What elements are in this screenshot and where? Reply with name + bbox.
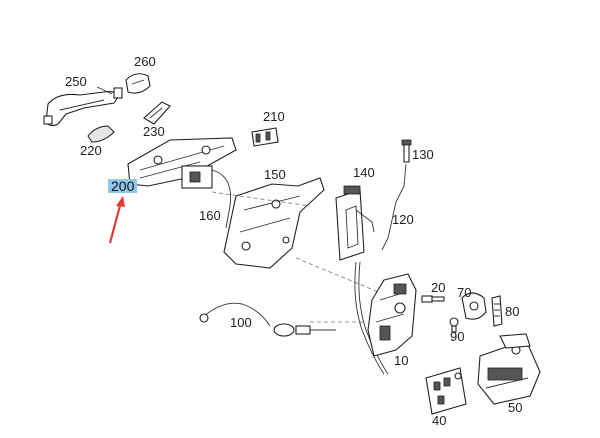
part-130-screw[interactable]	[401, 139, 412, 163]
part-160-rod[interactable]	[211, 169, 232, 229]
part-210-bracket[interactable]	[251, 127, 279, 147]
callout-230[interactable]: 230	[143, 124, 165, 139]
part-140-sensor-module[interactable]	[335, 185, 375, 261]
callout-160[interactable]: 160	[199, 208, 221, 223]
callout-250[interactable]: 250	[65, 74, 87, 89]
callout-140[interactable]: 140	[353, 165, 375, 180]
callout-90[interactable]: 90	[450, 329, 465, 344]
part-80-spring[interactable]	[491, 295, 503, 327]
part-220-cover[interactable]	[87, 125, 115, 143]
callout-220[interactable]: 220	[80, 143, 102, 158]
part-230-trim[interactable]	[143, 101, 171, 125]
part-10-door-lock[interactable]	[367, 273, 417, 357]
part-cable[interactable]	[354, 261, 385, 375]
part-50-actuator-assembly[interactable]	[477, 333, 541, 405]
assembly-line-2	[295, 257, 389, 297]
callout-10[interactable]: 10	[394, 353, 409, 368]
highlight-arrow	[108, 196, 125, 244]
callout-70[interactable]: 70	[457, 285, 472, 300]
assembly-line-1	[211, 191, 311, 207]
part-70-lever[interactable]	[461, 292, 487, 320]
part-20-bolt[interactable]	[421, 295, 445, 303]
callout-130[interactable]: 130	[412, 147, 434, 162]
callout-100[interactable]: 100	[230, 315, 252, 330]
callout-20[interactable]: 20	[431, 280, 446, 295]
callout-210[interactable]: 210	[263, 109, 285, 124]
part-260-handle-cap[interactable]	[113, 73, 151, 99]
part-100-bowden-cable[interactable]	[199, 302, 336, 337]
part-90-screw[interactable]	[449, 317, 459, 333]
part-200-handle-carrier[interactable]	[127, 137, 237, 189]
callout-40[interactable]: 40	[432, 413, 447, 428]
callout-50[interactable]: 50	[508, 400, 523, 415]
callout-120[interactable]: 120	[392, 212, 414, 227]
leader-250	[96, 86, 113, 95]
part-40-actuator[interactable]	[425, 367, 467, 415]
callout-80[interactable]: 80	[505, 304, 520, 319]
part-250-outer-handle[interactable]	[43, 91, 119, 127]
part-120-rod[interactable]	[381, 163, 407, 251]
callout-260[interactable]: 260	[134, 54, 156, 69]
callout-150[interactable]: 150	[264, 167, 286, 182]
part-150-mounting-plate[interactable]	[223, 177, 325, 269]
part-cable-outline	[358, 261, 389, 375]
callout-200-highlighted[interactable]: 200	[108, 179, 138, 193]
